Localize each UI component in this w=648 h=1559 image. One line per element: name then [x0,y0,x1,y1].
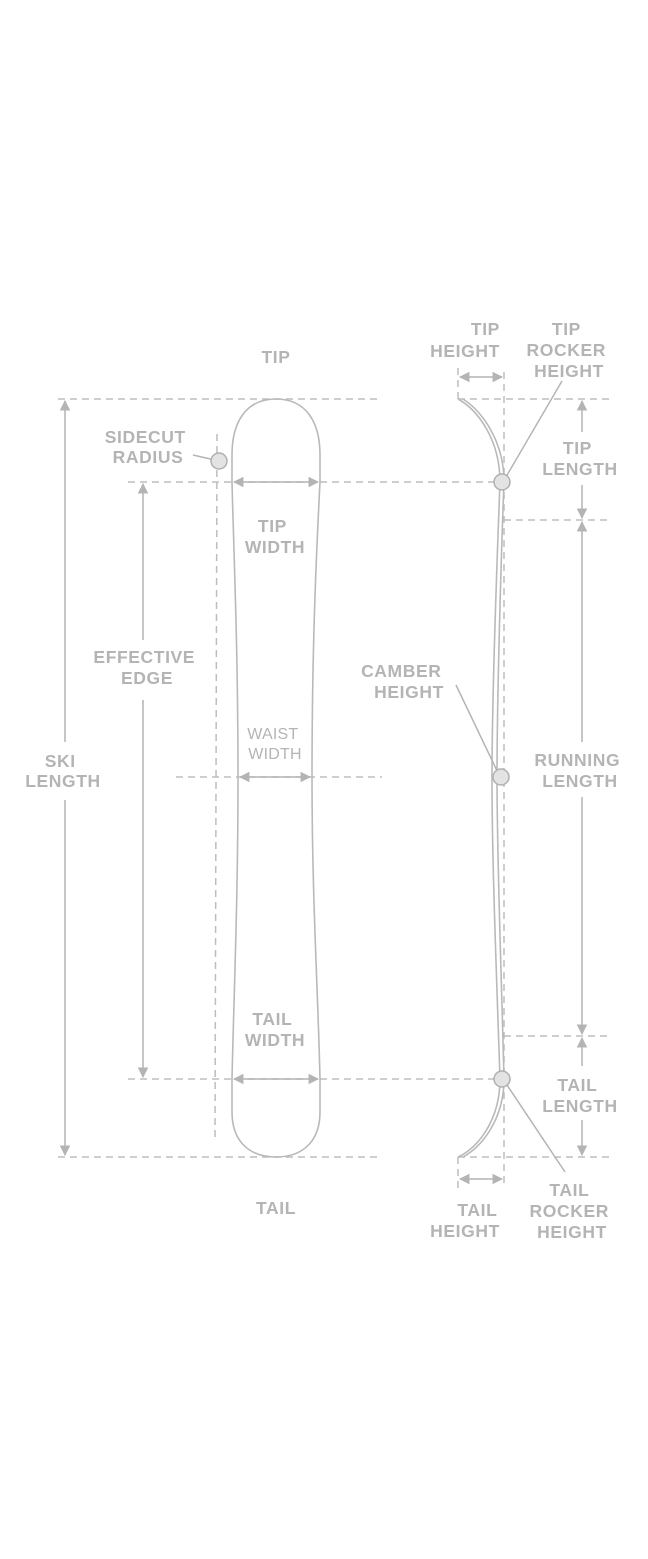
tip-label: TIP [261,347,290,367]
labels: TIP TAIL SIDECUT RADIUS TIP WIDTH EFFECT… [20,319,634,1242]
tip-contact-dot [493,473,511,491]
tail-label: TAIL [256,1198,296,1218]
tip-length-label: TIP LENGTH [542,438,618,479]
tail-contact-dot [493,1070,511,1088]
sidecut-radius-arc [214,433,218,1141]
camber-dot [492,768,510,786]
tip-width-label: TIP WIDTH [245,516,305,557]
tip-rocker-leader [502,380,563,483]
tail-length-label: TAIL LENGTH [542,1075,618,1116]
tail-rocker-leader [502,1078,566,1173]
reference-lines [58,368,612,1190]
tail-height-label: TAIL HEIGHT [430,1200,502,1241]
tail-rocker-height-label: TAIL ROCKER HEIGHT [530,1180,615,1242]
dimension-arrows [59,371,588,1185]
camber-leader [455,684,501,778]
tip-height-label: TIP HEIGHT [430,319,505,361]
ski-top-view-outline [231,398,321,1158]
marker-dots [210,452,511,1088]
tip-rocker-height-label: TIP ROCKER HEIGHT [527,319,612,381]
camber-height-label: CAMBER HEIGHT [361,661,447,702]
running-length-label: RUNNING LENGTH [534,750,625,791]
sidecut-radius-label: SIDECUT RADIUS [105,427,191,467]
tail-width-label: TAIL WIDTH [245,1009,305,1050]
ski-length-label: SKI LENGTH [25,751,101,791]
waist-width-label: WAIST WIDTH [247,726,302,763]
sidecut-dot [210,452,228,470]
effective-edge-label: EFFECTIVE EDGE [93,647,200,688]
